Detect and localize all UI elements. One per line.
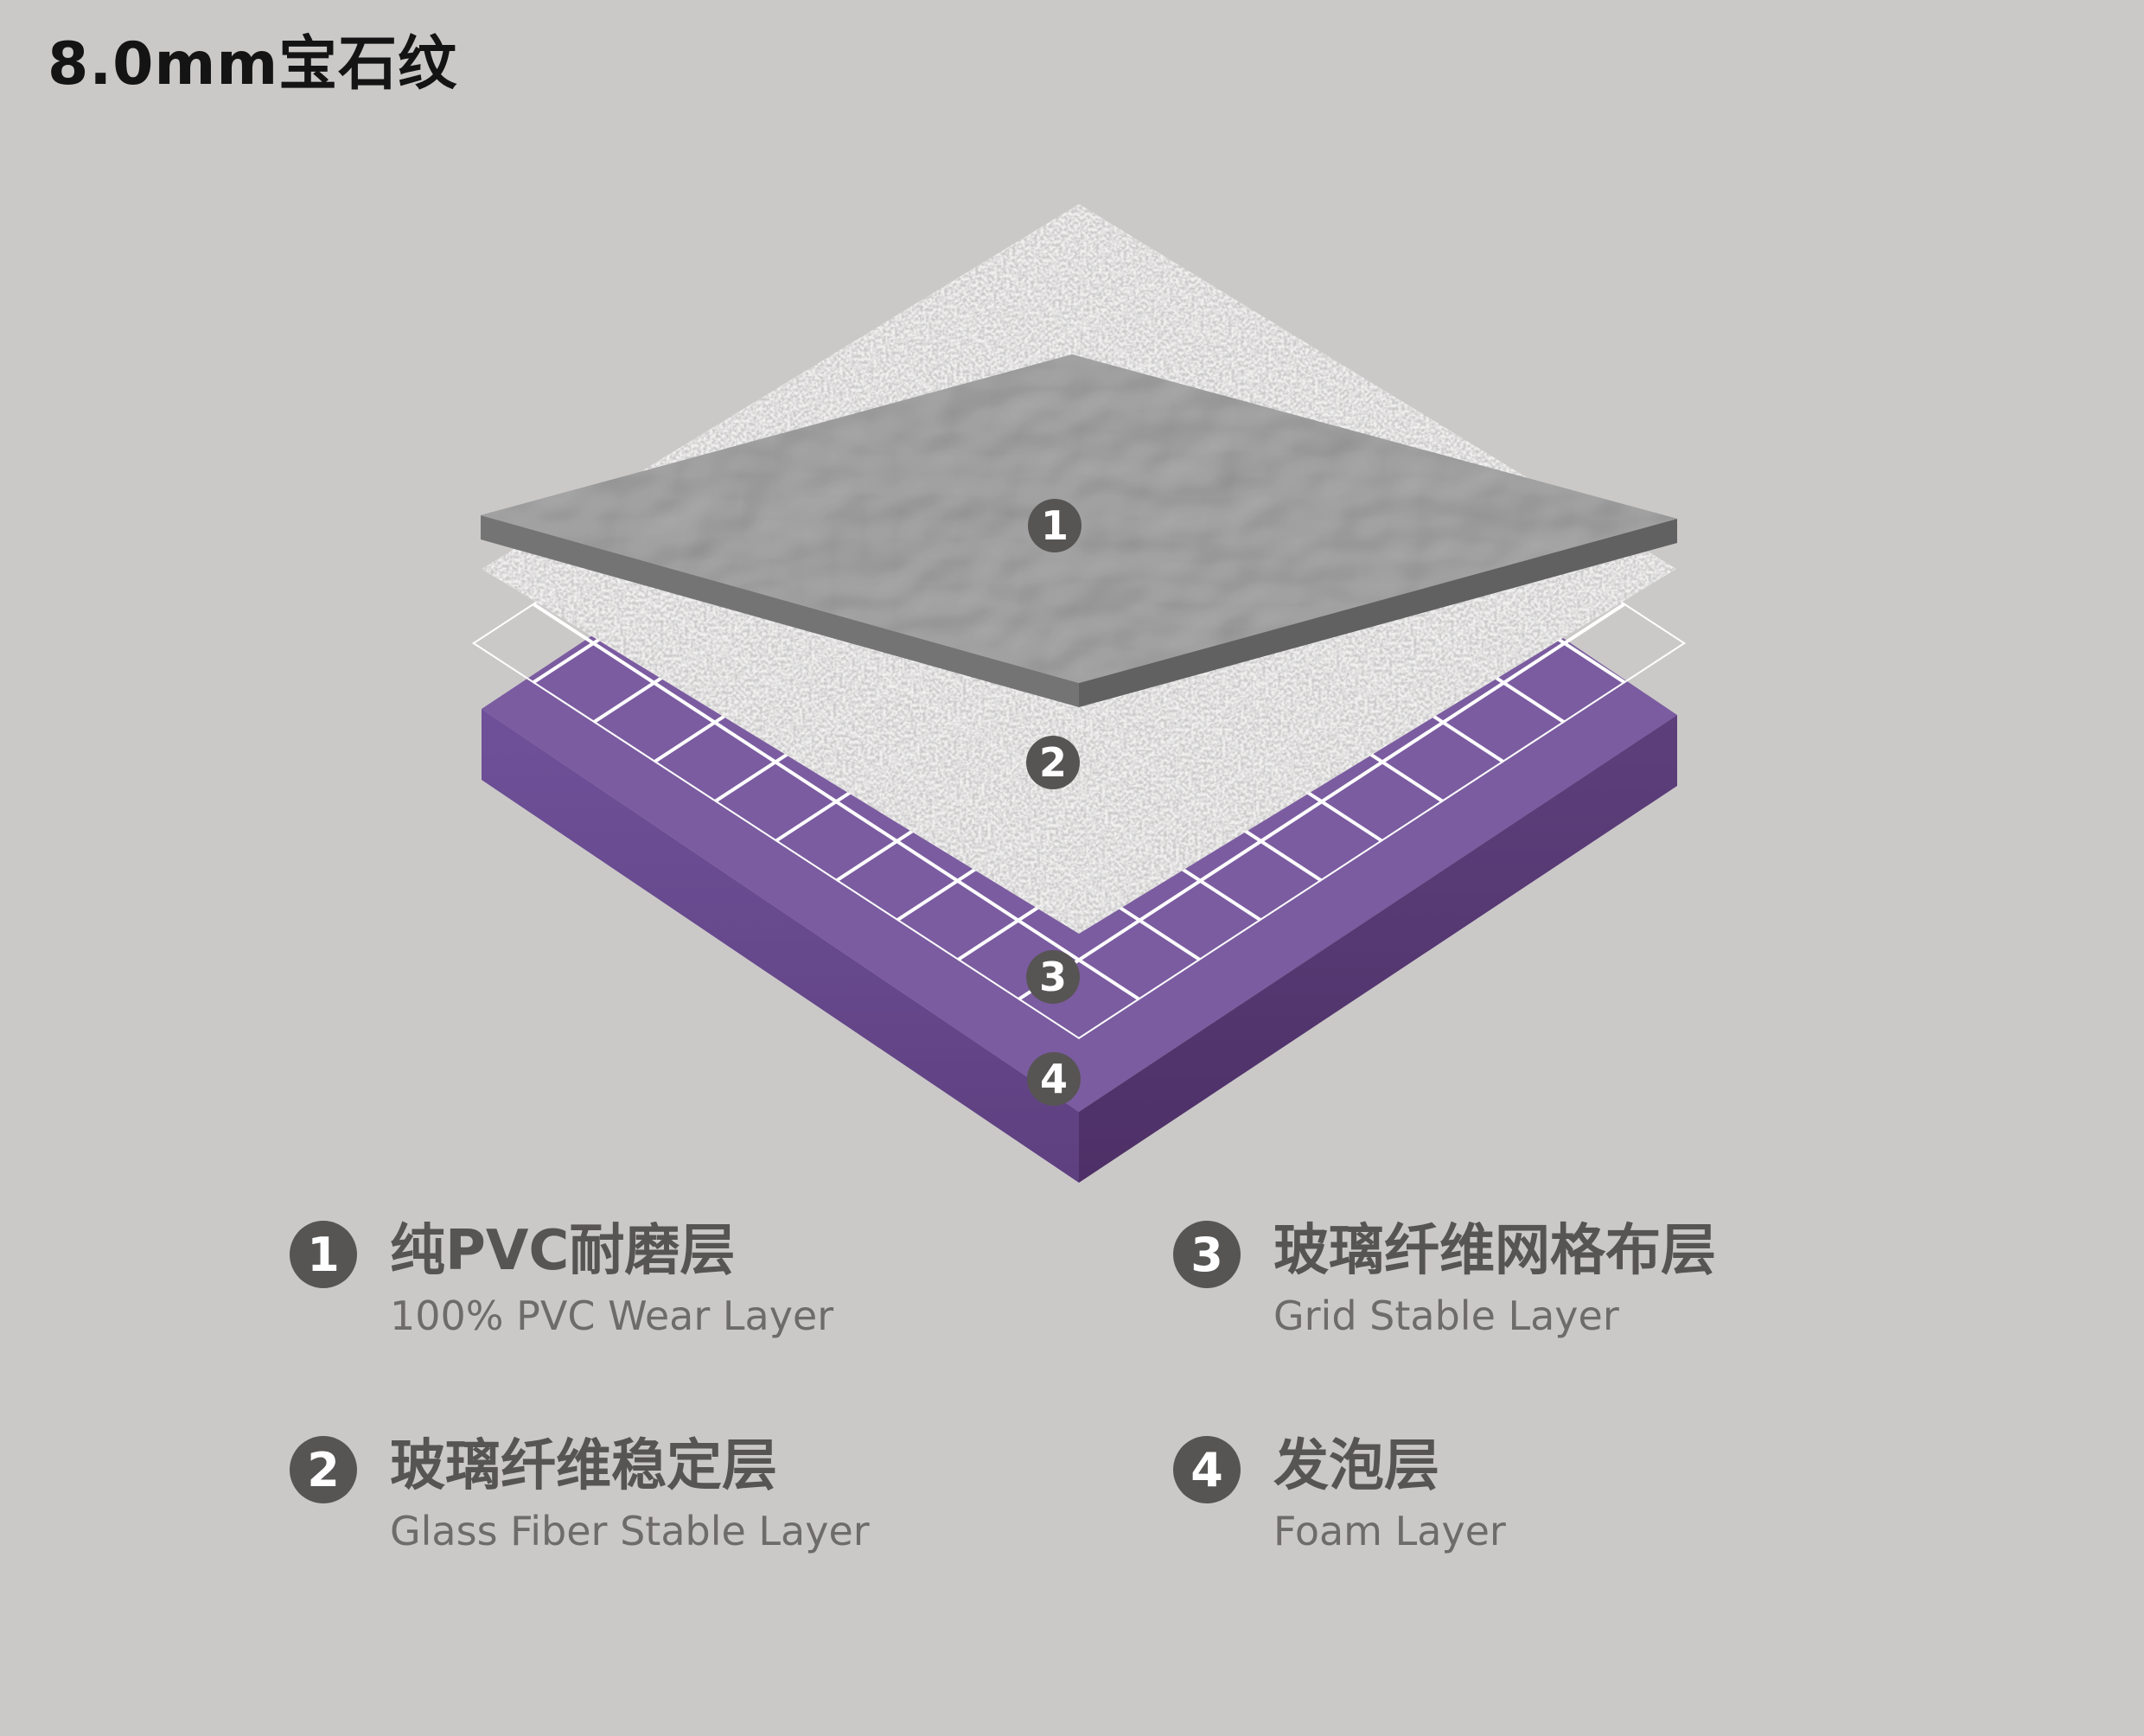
legend-badge-2-number: 2: [307, 1442, 340, 1497]
legend-1-title-zh: 纯PVC耐磨层: [390, 1219, 736, 1283]
wear-layer-right-edge: [1079, 519, 1677, 707]
svg-text:1: 1: [1041, 502, 1069, 549]
svg-text:3: 3: [1039, 954, 1067, 1000]
diagram-badge-4: 4: [1027, 1052, 1081, 1106]
svg-text:4: 4: [1040, 1056, 1068, 1102]
legend-1-title-en: 100% PVC Wear Layer: [390, 1292, 834, 1339]
diagram-badge-1: 1: [1028, 499, 1082, 552]
wear-layer-left-edge: [481, 515, 1079, 707]
legend-3-title-en: Grid Stable Layer: [1273, 1292, 1619, 1339]
legend-item-4: 4 发泡层 Foam Layer: [1173, 1433, 1506, 1555]
svg-text:2: 2: [1039, 739, 1067, 786]
legend-2-title-en: Glass Fiber Stable Layer: [390, 1508, 870, 1554]
legend-2-title-zh: 玻璃纤维稳定层: [390, 1434, 777, 1498]
legend-3-title-zh: 玻璃纤维网格布层: [1273, 1219, 1716, 1283]
legend-item-2: 2 玻璃纤维稳定层 Glass Fiber Stable Layer: [290, 1433, 870, 1555]
legend-4-title-en: Foam Layer: [1273, 1508, 1506, 1554]
legend-badge-4-number: 4: [1190, 1442, 1223, 1497]
diagram-badge-3: 3: [1026, 950, 1080, 1004]
legend-item-3: 3 玻璃纤维网格布层 Grid Stable Layer: [1173, 1217, 1716, 1340]
legend-badge-2: 2: [290, 1436, 357, 1503]
legend-badge-1-number: 1: [307, 1227, 340, 1282]
diagram-badge-2: 2: [1026, 736, 1080, 789]
legend-4-title-zh: 发泡层: [1273, 1434, 1439, 1498]
page-title: 8.0mm宝石纹: [48, 30, 458, 99]
legend-item-1: 1 纯PVC耐磨层 100% PVC Wear Layer: [290, 1217, 833, 1340]
diagram-badges: 1 2 3 4: [1026, 499, 1082, 1106]
foam-layer-right-face: [1079, 715, 1677, 1183]
legend-badge-1: 1: [290, 1221, 357, 1288]
legend-badge-3: 3: [1173, 1221, 1241, 1288]
foam-layer-left-face: [482, 709, 1079, 1183]
legend-badge-3-number: 3: [1190, 1227, 1223, 1282]
legend-badge-4: 4: [1173, 1436, 1241, 1503]
